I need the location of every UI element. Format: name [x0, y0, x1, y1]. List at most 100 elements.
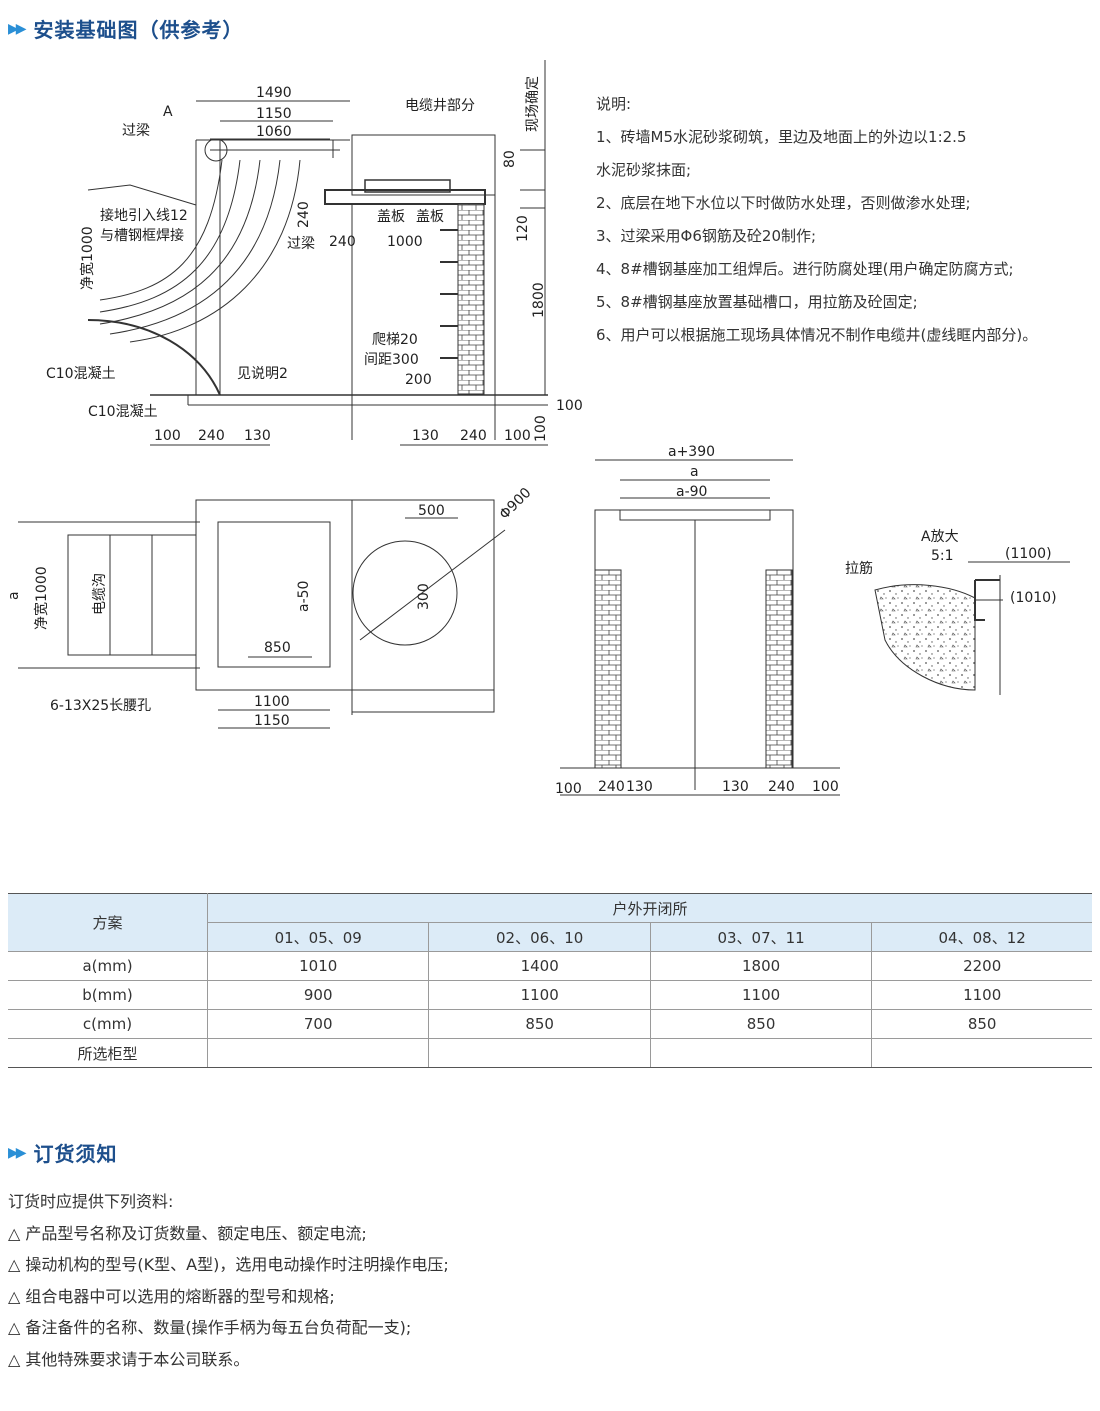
dim-1490: 1490	[256, 85, 292, 101]
order-item: △ 组合电器中可以选用的熔断器的型号和规格;	[8, 1286, 335, 1306]
note-heading: 说明:	[596, 95, 632, 113]
label-cable-well: 电缆井部分	[405, 98, 475, 114]
dim-240-vertical: 240	[296, 201, 312, 228]
table-header-group: 户外开闭所	[207, 893, 1092, 923]
dim-b-130: 130	[244, 428, 271, 444]
label-see-note-2: 见说明2	[237, 366, 288, 382]
dim-f-100-2: 100	[812, 779, 839, 795]
dim-f-240-2: 240	[768, 779, 795, 795]
table-cell: 850	[428, 1009, 651, 1039]
dim-b-100-2: 100	[504, 428, 531, 444]
dim-a-minus-90: a-90	[676, 484, 707, 500]
order-title-text: 订货须知	[33, 1142, 118, 1166]
label-lintel: 过梁	[122, 123, 150, 139]
order-notes: 订货时应提供下列资料: △ 产品型号名称及订货数量、额定电压、额定电流; △ 操…	[8, 1186, 449, 1375]
spec-table: 方案 户外开闭所 01、05、09 02、06、10 03、07、11 04、0…	[8, 893, 1092, 1068]
dim-80: 80	[502, 150, 518, 168]
note-line: 4、8#槽钢基座加工组焊后。进行防腐处理(用户确定防腐方式;	[596, 260, 1014, 278]
install-section-title: ▶▶ 安装基础图（供参考）	[8, 14, 244, 43]
table-cell	[428, 1038, 651, 1068]
dim-1150-bottom: 1150	[254, 713, 290, 729]
table-col-header: 01、05、09	[207, 922, 430, 952]
label-c10-concrete-a: C10混凝土	[46, 366, 116, 382]
dim-300: 300	[416, 583, 432, 610]
dim-a-plus-390: a+390	[668, 444, 715, 460]
note-line: 5、8#槽钢基座放置基础槽口，用拉筋及砼固定;	[596, 293, 918, 311]
table-col-header: 02、06、10	[428, 922, 651, 952]
table-cell: 1100	[428, 980, 651, 1010]
foundation-drawing: 1490 1150 1060 A 过梁 电缆井部分 现场确定 80 240 接地…	[6, 60, 1070, 797]
label-lintel-2: 过梁	[287, 236, 315, 252]
note-line: 1、砖墙M5水泥砂浆砌筑，里边及地面上的外边以1:2.5	[596, 128, 967, 146]
double-arrow-icon: ▶▶	[8, 20, 26, 37]
table-row: b(mm) 900 1100 1100 1100	[8, 980, 1092, 1010]
order-intro: 订货时应提供下列资料:	[8, 1192, 174, 1211]
label-slot-holes: 6-13X25长腰孔	[50, 698, 151, 714]
install-title-text: 安装基础图（供参考）	[33, 18, 244, 42]
dim-a-center: a	[690, 464, 699, 480]
table-cell: 2200	[871, 951, 1092, 981]
dim-a-left: a	[6, 591, 22, 600]
dim-b-240: 240	[198, 428, 225, 444]
dim-f-130-2: 130	[722, 779, 749, 795]
notes-block: 说明: 1、砖墙M5水泥砂浆砌筑，里边及地面上的外边以1:2.5 水泥砂浆抹面;…	[596, 88, 1037, 352]
dim-100-right: 100	[556, 398, 583, 414]
dim-f-130: 130	[626, 779, 653, 795]
dim-1100: 1100	[254, 694, 290, 710]
order-section-title: ▶▶ 订货须知	[8, 1138, 118, 1167]
table-cell: 1400	[428, 951, 651, 981]
label-cover-plate-1: 盖板	[377, 209, 405, 225]
label-clear-width-2: 净宽1000	[33, 566, 50, 630]
table-row: 所选柜型	[8, 1038, 1092, 1068]
table-cell: 1100	[871, 980, 1092, 1010]
table-cell: 850	[871, 1009, 1092, 1039]
label-ground-lead: 接地引入线12	[100, 207, 188, 224]
dim-500: 500	[418, 503, 445, 519]
table-cell: 1100	[650, 980, 873, 1010]
row-label: c(mm)	[8, 1009, 208, 1039]
label-ladder: 爬梯20	[372, 332, 418, 348]
order-item: △ 产品型号名称及订货数量、额定电压、额定电流;	[8, 1223, 367, 1243]
dim-1800: 1800	[531, 282, 547, 318]
label-site-determined: 现场确定	[525, 76, 541, 132]
dim-1000: 1000	[387, 234, 423, 250]
dim-a-minus-50: a-50	[296, 581, 312, 612]
dim-b-100: 100	[154, 428, 181, 444]
table-cell	[650, 1038, 873, 1068]
label-a-detail: A	[163, 104, 173, 120]
order-item: △ 备注备件的名称、数量(操作手柄为每五台负荷配一支);	[8, 1318, 412, 1337]
label-clear-width: 净宽1000	[79, 226, 96, 290]
label-tie-bar: 拉筋	[845, 560, 873, 577]
row-label: a(mm)	[8, 951, 208, 981]
order-item: △ 其他特殊要求请于本公司联系。	[8, 1349, 250, 1369]
dim-1060: 1060	[256, 124, 292, 140]
label-a-enlarged: A放大	[921, 529, 959, 545]
table-cell: 1800	[650, 951, 873, 981]
label-c10-concrete-b: C10混凝土	[88, 404, 158, 420]
table-cell: 1010	[207, 951, 430, 981]
table-cell: 900	[207, 980, 430, 1010]
dim-phi-900: Φ900	[497, 485, 535, 523]
note-line: 3、过梁采用Φ6钢筋及砼20制作;	[596, 227, 817, 245]
dim-paren-1010: (1010)	[1010, 590, 1057, 606]
dim-b-130-2: 130	[412, 428, 439, 444]
note-line: 水泥砂浆抹面;	[596, 161, 692, 179]
note-line: 2、底层在地下水位以下时做防水处理，否则做渗水处理;	[596, 194, 971, 212]
table-col-header: 04、08、12	[871, 922, 1092, 952]
dim-f-240: 240	[598, 779, 625, 795]
note-line: 6、用户可以根据施工现场具体情况不制作电缆井(虚线眶内部分)。	[596, 326, 1038, 344]
dim-200: 200	[405, 372, 432, 388]
dim-850: 850	[264, 640, 291, 656]
label-cover-plate-2: 盖板	[416, 209, 444, 225]
table-cell	[871, 1038, 1092, 1068]
dim-paren-1100: (1100)	[1005, 546, 1052, 562]
table-col-header: 03、07、11	[650, 922, 873, 952]
label-scale: 5:1	[931, 548, 954, 564]
label-weld-to-frame: 与槽钢框焊接	[100, 227, 184, 244]
row-label: b(mm)	[8, 980, 208, 1010]
dim-b-240-2: 240	[460, 428, 487, 444]
dim-240-horizontal: 240	[329, 234, 356, 250]
table-header-scheme: 方案	[8, 893, 208, 952]
table-cell	[207, 1038, 430, 1068]
table-cell: 850	[650, 1009, 873, 1039]
